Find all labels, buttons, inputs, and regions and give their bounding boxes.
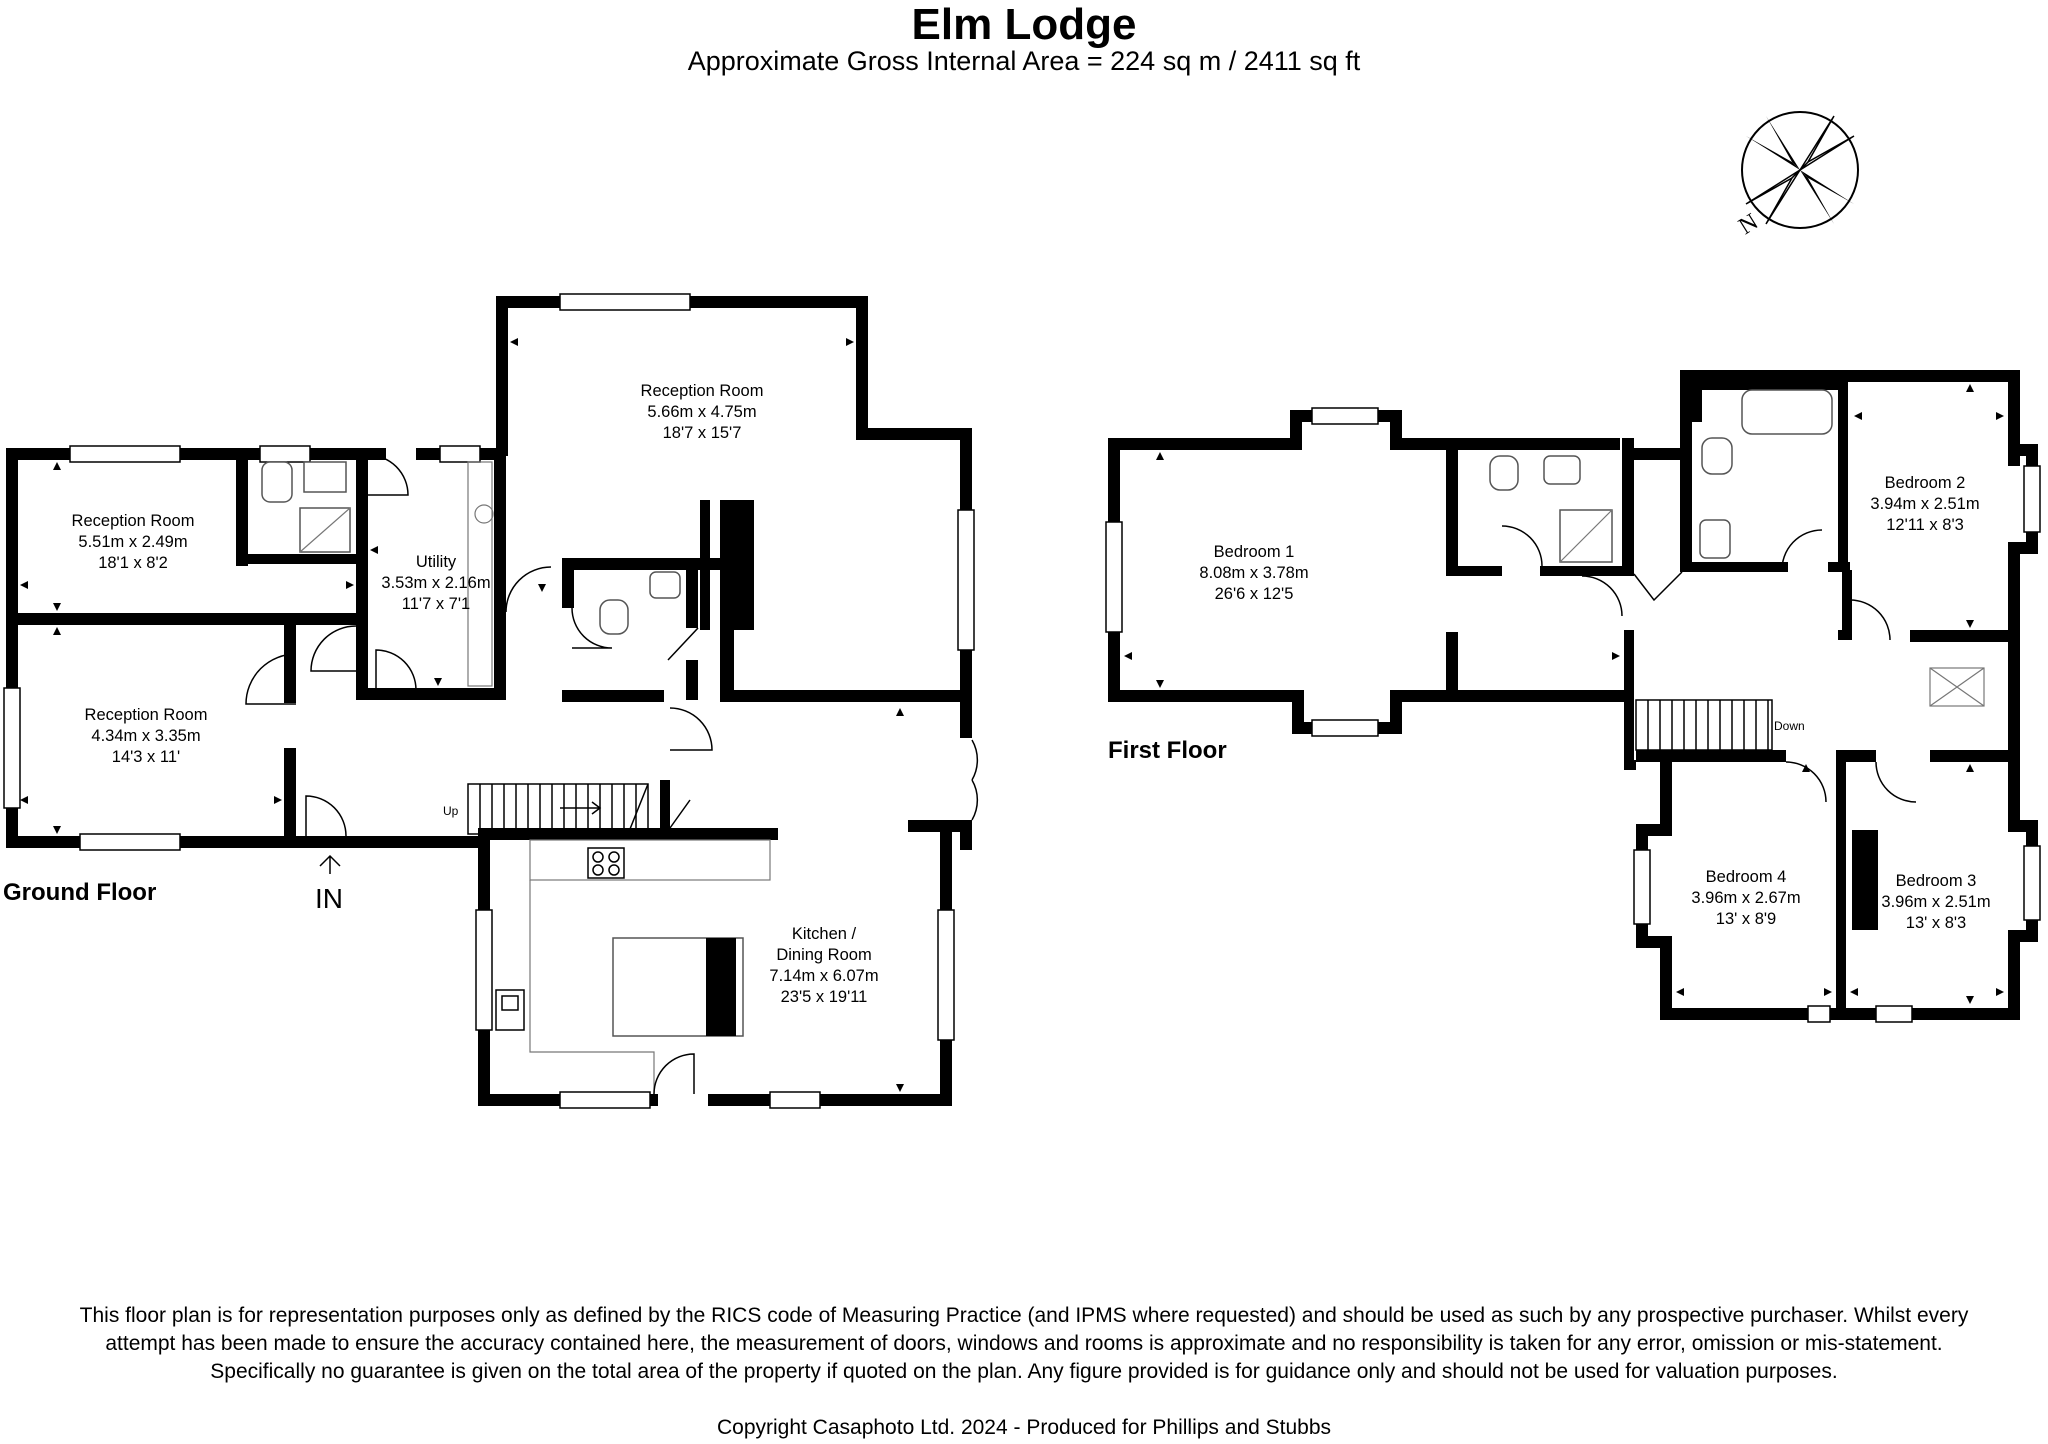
svg-text:Bedroom 1: Bedroom 1 <box>1214 543 1295 561</box>
room-label-bedroom-2: Bedroom 2 3.94m x 2.51m 12'11 x 8'3 <box>1870 474 1979 534</box>
svg-text:5.66m x 4.75m: 5.66m x 4.75m <box>647 403 756 421</box>
svg-text:3.96m x 2.51m: 3.96m x 2.51m <box>1881 893 1990 911</box>
room-label-bedroom-1: Bedroom 1 8.08m x 3.78m 26'6 x 12'5 <box>1199 543 1308 603</box>
plan-title: Elm Lodge <box>911 0 1137 49</box>
ground-floor-label: Ground Floor <box>3 879 156 906</box>
room-label-reception-1: Reception Room 5.51m x 2.49m 18'1 x 8'2 <box>72 512 195 572</box>
first-floor-windows <box>1105 407 2041 1023</box>
svg-text:13' x 8'3: 13' x 8'3 <box>1906 914 1966 932</box>
svg-text:Utility: Utility <box>416 553 457 571</box>
room-label-kitchen: Kitchen / Dining Room 7.14m x 6.07m 23'5… <box>769 925 878 1006</box>
svg-text:26'6 x 12'5: 26'6 x 12'5 <box>1215 585 1294 603</box>
first-stairs <box>1635 699 1773 751</box>
ground-floor-doors <box>245 454 979 1095</box>
ground-floor-windows <box>3 293 975 1109</box>
first-room-labels: Bedroom 1 8.08m x 3.78m 26'6 x 12'5 Bedr… <box>1108 474 1991 932</box>
room-label-bedroom-4: Bedroom 4 3.96m x 2.67m 13' x 8'9 <box>1691 868 1800 928</box>
compass-north-label: N <box>1734 209 1762 240</box>
svg-text:Bedroom 2: Bedroom 2 <box>1885 474 1966 492</box>
svg-text:8.08m x 3.78m: 8.08m x 3.78m <box>1199 564 1308 582</box>
svg-text:3.96m x 2.67m: 3.96m x 2.67m <box>1691 889 1800 907</box>
ground-dimension-arrows <box>20 338 904 1092</box>
svg-text:3.53m x 2.16m: 3.53m x 2.16m <box>381 574 490 592</box>
disclaimer-text: This floor plan is for representation pu… <box>79 1304 1969 1383</box>
svg-text:23'5 x 19'11: 23'5 x 19'11 <box>781 988 868 1006</box>
first-stairs-label: Down <box>1774 719 1805 733</box>
room-label-bedroom-3: Bedroom 3 3.96m x 2.51m 13' x 8'3 <box>1881 872 1990 932</box>
first-floor-label: First Floor <box>1108 737 1227 764</box>
room-label-reception-3: Reception Room 5.66m x 4.75m 18'7 x 15'7 <box>641 382 764 442</box>
entrance-label: IN <box>315 883 343 914</box>
compass-icon: N <box>1734 111 1859 240</box>
svg-text:11'7 x 7'1: 11'7 x 7'1 <box>402 595 470 613</box>
svg-text:Reception Room: Reception Room <box>85 706 208 724</box>
svg-text:4.34m x 3.35m: 4.34m x 3.35m <box>91 727 200 745</box>
svg-text:Bedroom 3: Bedroom 3 <box>1896 872 1977 890</box>
first-floor-fixtures <box>1489 389 1985 751</box>
svg-text:7.14m x 6.07m: 7.14m x 6.07m <box>769 967 878 985</box>
svg-text:5.51m x 2.49m: 5.51m x 2.49m <box>78 533 187 551</box>
room-label-utility: Utility 3.53m x 2.16m 11'7 x 7'1 <box>381 553 490 613</box>
svg-text:Bedroom 4: Bedroom 4 <box>1706 868 1787 886</box>
ground-stairs-label: Up <box>443 804 459 818</box>
svg-text:14'3 x 11': 14'3 x 11' <box>112 748 180 766</box>
plan-subtitle: Approximate Gross Internal Area = 224 sq… <box>687 46 1361 76</box>
svg-text:Dining Room: Dining Room <box>776 946 871 964</box>
svg-text:18'7 x 15'7: 18'7 x 15'7 <box>663 424 742 442</box>
svg-text:Reception Room: Reception Room <box>641 382 764 400</box>
svg-text:3.94m x 2.51m: 3.94m x 2.51m <box>1870 495 1979 513</box>
first-floor-doors <box>1501 525 1917 803</box>
svg-text:Kitchen /: Kitchen / <box>792 925 857 943</box>
svg-text:Reception Room: Reception Room <box>72 512 195 530</box>
first-dimension-arrows <box>1124 384 2004 1004</box>
ground-room-labels: Reception Room 5.51m x 2.49m 18'1 x 8'2 … <box>3 382 879 1006</box>
room-label-reception-2: Reception Room 4.34m x 3.35m 14'3 x 11' <box>85 706 208 766</box>
ground-stairs <box>467 783 649 835</box>
svg-text:13' x 8'9: 13' x 8'9 <box>1716 910 1776 928</box>
svg-text:12'11 x 8'3: 12'11 x 8'3 <box>1886 516 1964 534</box>
svg-text:18'1 x 8'2: 18'1 x 8'2 <box>98 554 168 572</box>
entrance-arrow-icon <box>319 854 341 874</box>
ground-floor-fixtures <box>261 461 771 1094</box>
copyright-text: Copyright Casaphoto Ltd. 2024 - Produced… <box>716 1416 1332 1439</box>
